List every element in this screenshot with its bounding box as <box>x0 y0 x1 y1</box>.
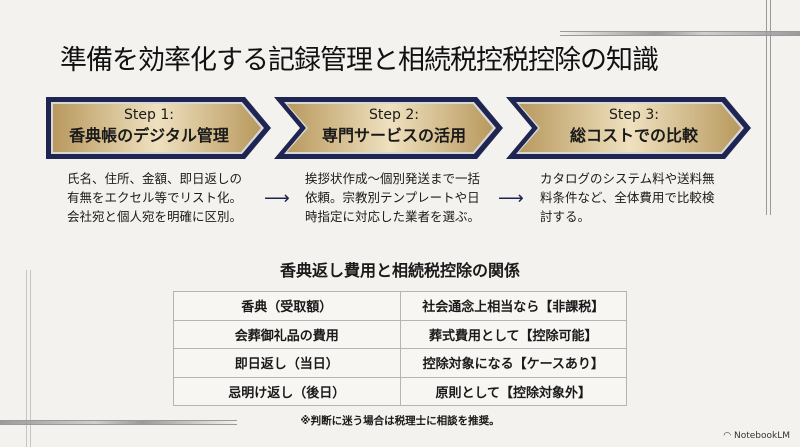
table-cell: 忌明け返し（後日） <box>173 376 401 406</box>
step-title: 香典帳のデジタル管理 <box>69 126 229 145</box>
desc-line: 挨拶状作成〜個別発送まで一括 <box>305 171 481 186</box>
logo-text: NotebookLM <box>733 431 790 441</box>
desc-line: 依頼。宗教別テンプレートや日 <box>305 190 480 205</box>
decorative-line <box>766 0 771 215</box>
tax-deduction-table: 香典（受取額）社会通念上相当なら【非課税】 会葬御礼品の費用葬式費用として【控除… <box>173 291 627 406</box>
table-cell: 葬式費用として【控除可能】 <box>399 319 627 349</box>
chevron-shape <box>506 97 751 159</box>
step-number: Step 3: <box>609 107 659 123</box>
step-number: Step 1: <box>124 107 174 123</box>
table-cell: 会葬御礼品の費用 <box>173 319 401 349</box>
page-title: 準備を効率化する記録管理と相続税控税控除の知識 <box>60 45 659 76</box>
table-row: 香典（受取額）社会通念上相当なら【非課税】 <box>173 291 627 321</box>
logo-icon: ◠ <box>723 431 734 441</box>
desc-line: 時指定に対応した業者を選ぶ。 <box>305 209 481 224</box>
table-row: 即日返し（当日）控除対象になる【ケースあり】 <box>173 348 627 378</box>
step-2-description: 挨拶状作成〜個別発送まで一括依頼。宗教別テンプレートや日時指定に対応した業者を選… <box>305 169 525 226</box>
arrow-right-icon: ⟶ <box>498 188 524 209</box>
table-row: 忌明け返し（後日）原則として【控除対象外】 <box>173 376 627 406</box>
desc-line: 有無をエクセル等でリスト化。 <box>67 190 243 205</box>
table-cell: 原則として【控除対象外】 <box>399 376 627 406</box>
footnote: ※判断に迷う場合は税理士に相談を推奨。 <box>300 415 500 427</box>
arrow-right-icon: ⟶ <box>264 188 290 209</box>
desc-line: 氏名、住所、金額、即日返しの <box>67 171 243 186</box>
decorative-line <box>26 270 31 447</box>
desc-line: 会社宛と個人宛を明確に区別。 <box>67 209 243 224</box>
step-3-description: カタログのシステム料や送料無料条件など、全体費用で比較検討する。 <box>540 169 760 226</box>
desc-line: 討する。 <box>540 209 591 224</box>
step-3-chevron: Step 3: 総コストでの比較 <box>505 96 753 160</box>
chevron-shape <box>274 97 503 159</box>
desc-line: 料条件など、全体費用で比較検 <box>540 190 715 205</box>
table-title: 香典返し費用と相続税控除の関係 <box>279 261 520 280</box>
step-2-chevron: Step 2: 専門サービスの活用 <box>273 96 505 160</box>
decorative-line <box>560 31 800 36</box>
step-number: Step 2: <box>369 107 419 123</box>
table-cell: 控除対象になる【ケースあり】 <box>399 348 627 378</box>
step-title: 総コストでの比較 <box>569 126 698 145</box>
step-title: 専門サービスの活用 <box>321 126 466 145</box>
table-row: 会葬御礼品の費用葬式費用として【控除可能】 <box>173 319 627 349</box>
table-cell: 社会通念上相当なら【非課税】 <box>399 291 627 321</box>
step-1-description: 氏名、住所、金額、即日返しの有無をエクセル等でリスト化。会社宛と個人宛を明確に区… <box>67 169 287 226</box>
chevron-shape <box>46 97 271 159</box>
step-1-chevron: Step 1: 香典帳のデジタル管理 <box>45 96 273 160</box>
desc-line: カタログのシステム料や送料無 <box>540 171 715 186</box>
table-cell: 香典（受取額） <box>173 291 401 321</box>
table-cell: 即日返し（当日） <box>173 348 401 378</box>
notebooklm-logo: ◠ NotebookLM <box>723 431 790 441</box>
